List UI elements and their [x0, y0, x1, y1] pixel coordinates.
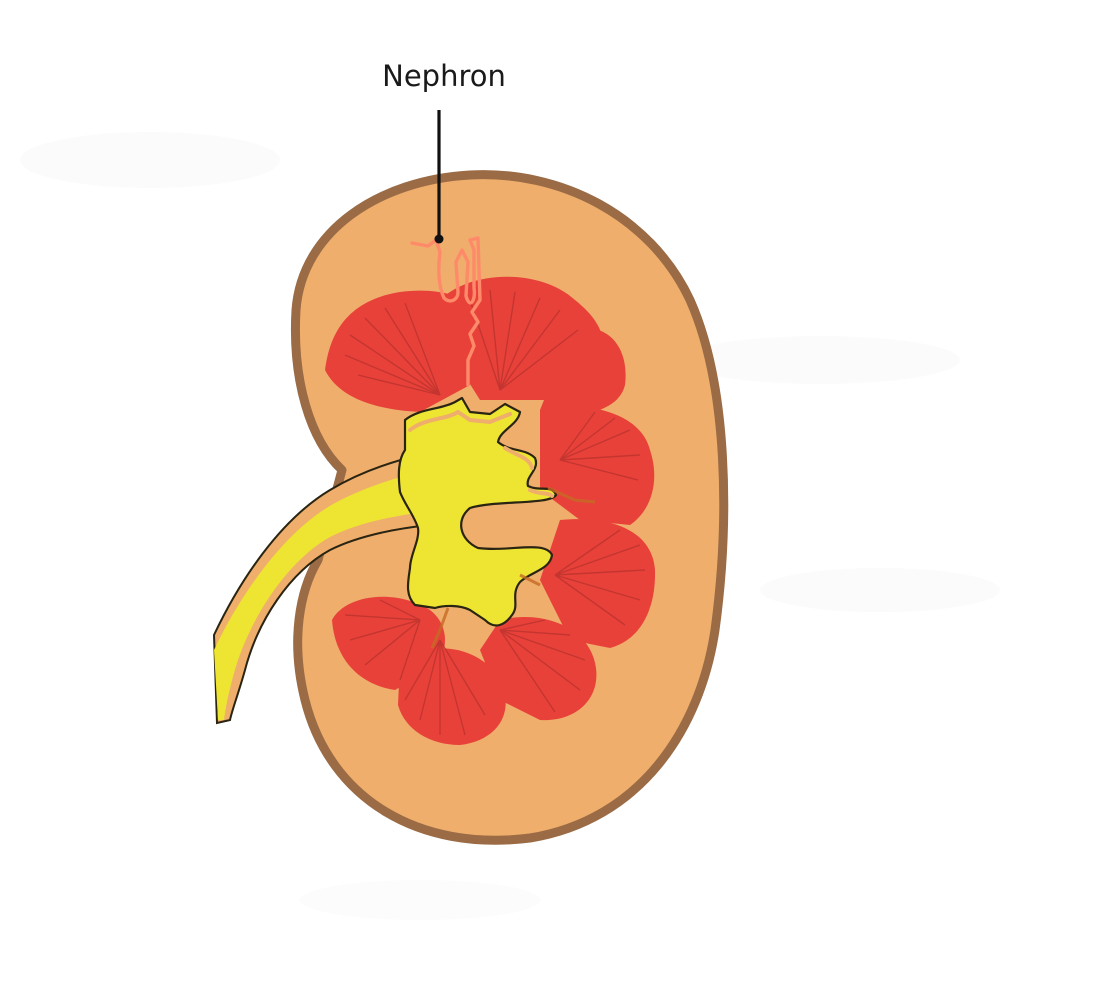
pelvis-wall [408, 409, 554, 498]
renal-pyramid [325, 290, 478, 412]
pyramid-striations [344, 289, 646, 736]
nephron-pointer-dot [434, 234, 444, 244]
renal-pyramid [540, 406, 655, 525]
nephron-tubule [410, 236, 482, 387]
renal-pyramid [540, 519, 656, 648]
background-smudges [20, 132, 1000, 920]
nephron-label: Nephron [382, 59, 506, 93]
calyx-vessels [430, 486, 596, 649]
ureter [212, 453, 432, 725]
renal-pyramid [540, 327, 626, 415]
